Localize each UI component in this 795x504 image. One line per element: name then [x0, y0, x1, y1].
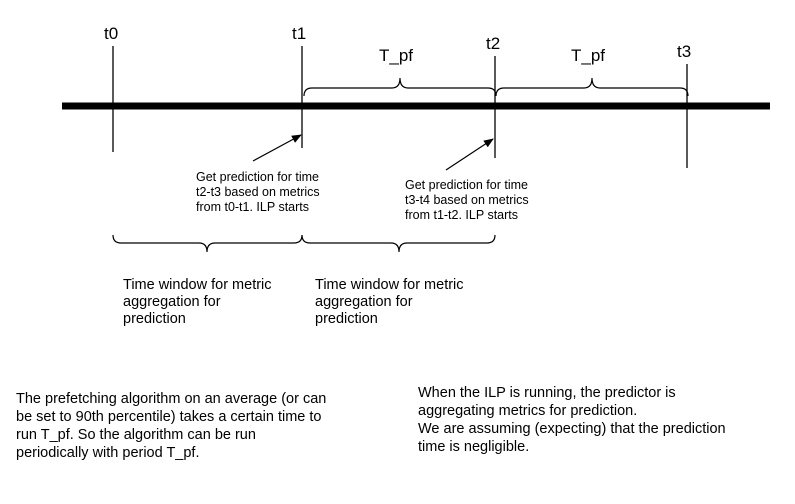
footer-left-line-3: run T_pf. So the algorithm can be run [16, 427, 256, 443]
arrow-to-t2 [445, 138, 494, 171]
footer-left-line-1: The prefetching algorithm on an average … [16, 391, 326, 407]
footer-right-line-1: When the ILP is running, the predictor i… [418, 385, 676, 401]
window-brace-1 [112, 234, 303, 253]
note-1-line-3: from t0-t1. ILP starts [196, 200, 309, 214]
note-1-line-2: t2-t3 based on metrics [196, 185, 320, 199]
note-2-line-3: from t1-t2. ILP starts [405, 208, 518, 222]
time-label-t1: t1 [292, 24, 306, 43]
window-2-line-3: prediction [315, 311, 378, 327]
time-label-t3: t3 [677, 42, 691, 61]
period-brace-2 [495, 77, 689, 97]
footer-left-text: The prefetching algorithm on an average … [16, 391, 330, 461]
footer-right-line-2: aggregating metrics for prediction. [418, 403, 637, 419]
footer-right-line-4: time is negligible. [418, 439, 529, 455]
period-brace-1 [303, 77, 497, 97]
window-2-line-2: aggregation for [315, 294, 413, 310]
window-label-1: Time window for metric aggregation for p… [123, 277, 276, 327]
time-label-t2: t2 [486, 34, 500, 53]
prediction-note-2: Get prediction for time t3-t4 based on m… [405, 178, 532, 222]
time-label-t0: t0 [104, 24, 118, 43]
window-1-line-1: Time window for metric [123, 277, 272, 293]
window-1-line-2: aggregation for [123, 294, 221, 310]
window-2-line-1: Time window for metric [315, 277, 464, 293]
footer-left-line-4: periodically with period T_pf. [16, 445, 200, 461]
window-1-line-3: prediction [123, 311, 186, 327]
period-label-1: T_pf [379, 46, 413, 65]
window-brace-2 [301, 234, 496, 253]
footer-left-line-2: be set to 90th percentile) takes a certa… [16, 409, 321, 425]
period-label-2: T_pf [571, 46, 605, 65]
note-1-line-1: Get prediction for time [196, 170, 319, 184]
window-label-2: Time window for metric aggregation for p… [315, 277, 468, 327]
note-2-line-2: t3-t4 based on metrics [405, 193, 529, 207]
footer-right-line-3: We are assuming (expecting) that the pre… [418, 421, 726, 437]
footer-right-text: When the ILP is running, the predictor i… [418, 385, 730, 455]
arrow-to-t1 [252, 134, 302, 162]
note-2-line-1: Get prediction for time [405, 178, 528, 192]
prediction-note-1: Get prediction for time t2-t3 based on m… [196, 170, 323, 214]
